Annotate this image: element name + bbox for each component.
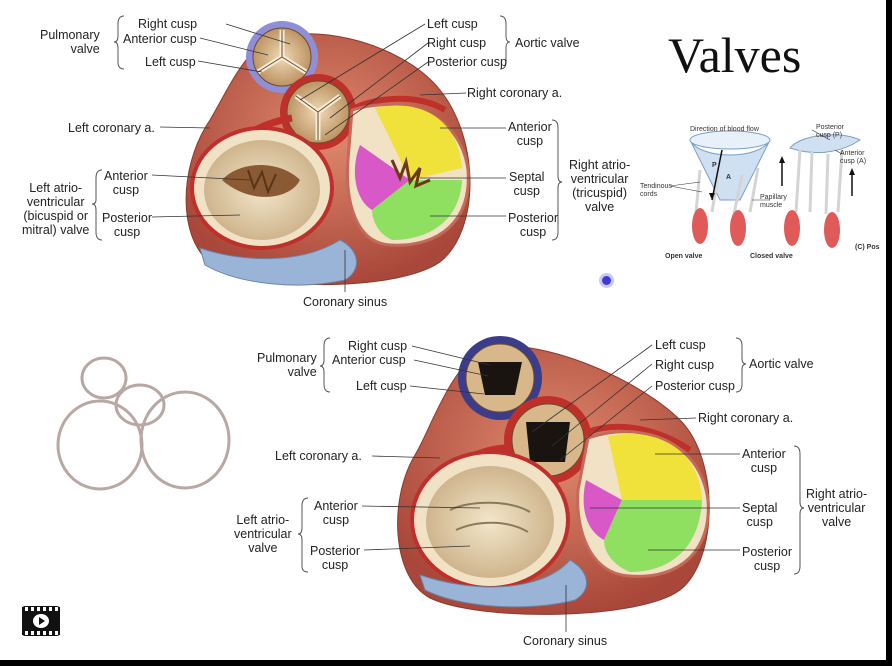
top-coronary-sinus-label: Coronary sinus <box>303 295 388 309</box>
bottom-tricuspid-posterior-cusp-label: Posterior cusp <box>742 545 793 573</box>
pointer-dot <box>602 276 611 285</box>
top-tricuspid-anterior-cusp-label: Anterior cusp <box>508 120 552 148</box>
sketch-of-valve-rings <box>56 356 231 491</box>
top-mitral-posterior-cusp-label: Posterior cusp <box>102 211 153 239</box>
bottom-brackets <box>297 337 805 575</box>
bottom-coronary-sinus <box>419 559 587 608</box>
bottom-aortic-right-cusp-label: Right cusp <box>655 358 715 372</box>
bottom-pulm-left-cusp-label: Left cusp <box>356 379 407 393</box>
bottom-coronary-sinus-label: Coronary sinus <box>523 634 608 648</box>
top-coronary-sinus <box>199 239 357 286</box>
top-tricuspid-septal-cusp-label: Septal cusp <box>509 170 545 198</box>
top-mitral-valve-label: Left atrio- ventricular (bicuspid or mit… <box>22 181 90 237</box>
top-left-coronary-label: Left coronary a. <box>68 121 155 135</box>
bottom-pulmonary-valve-label: Pulmonary valve <box>257 351 317 379</box>
top-tricuspid-septal-cusp <box>354 145 410 210</box>
bottom-mitral-anterior-cusp-label: Anterior cusp <box>314 499 358 527</box>
bottom-tricuspid-anterior-cusp-label: Anterior cusp <box>742 447 786 475</box>
bottom-mitral-valve-label: Left atrio- ventricular valve <box>234 513 292 555</box>
inset-posterior-cusp-label: Posterior cusp (P) <box>816 124 845 139</box>
top-tricuspid-anterior-cusp <box>375 105 462 180</box>
bottom-mitral-posterior-cusp-label: Posterior cusp <box>310 544 361 572</box>
bottom-tricuspid-valve-label: Right atrio- ventricular valve <box>806 487 868 529</box>
inset-a-mark: A <box>726 174 732 181</box>
play-icon <box>33 614 49 628</box>
top-pulm-anterior-cusp-label: Anterior cusp <box>123 32 197 46</box>
top-brackets <box>91 15 563 241</box>
bottom-tricuspid-anterior-cusp <box>608 433 702 500</box>
inset-p-mark: P <box>712 162 717 169</box>
top-pulm-left-cusp-label: Left cusp <box>145 55 196 69</box>
top-heart-illustration <box>185 21 471 286</box>
inset-closed-valve <box>789 134 861 154</box>
bottom-aortic-valve-label: Aortic valve <box>749 357 814 371</box>
top-tricuspid-posterior-cusp <box>372 180 462 240</box>
bottom-pulm-right-cusp-label: Right cusp <box>348 339 408 353</box>
inset-direction-label: Direction of blood flow <box>690 126 759 133</box>
top-aortic-left-cusp-label: Left cusp <box>427 17 478 31</box>
inset-anterior-cusp-label: Anterior cusp (A) <box>840 150 867 165</box>
bottom-pulm-anterior-cusp-label: Anterior cusp <box>332 353 406 367</box>
top-tricuspid-posterior-cusp-label: Posterior cusp <box>508 211 559 239</box>
inset-closed-valve-label: Closed valve <box>750 253 793 260</box>
slide-title: Valves <box>668 27 802 83</box>
bottom-right-coronary-label: Right coronary a. <box>698 411 794 425</box>
bottom-left-coronary-label: Left coronary a. <box>275 449 362 463</box>
bottom-aortic-left-cusp-label: Left cusp <box>655 338 706 352</box>
bottom-leader-lines <box>361 344 740 632</box>
top-right-coronary-label: Right coronary a. <box>467 86 563 100</box>
top-aortic-posterior-cusp-label: Posterior cusp <box>427 55 507 69</box>
top-aortic-valve-label: Aortic valve <box>515 36 580 50</box>
top-pulmonary-valve-label: Pulmonary valve <box>40 28 100 56</box>
top-pulm-right-cusp-label: Right cusp <box>138 17 198 31</box>
top-aortic-right-cusp-label: Right cusp <box>427 36 487 50</box>
inset-papillary-muscle-label: Papillary muscle <box>760 194 787 209</box>
inset-open-valve-label: Open valve <box>665 253 703 260</box>
video-icon[interactable] <box>22 606 60 636</box>
top-tricuspid-valve-label: Right atrio- ventricular (tricuspid) val… <box>569 158 631 214</box>
inset-open-valve <box>689 139 771 201</box>
bottom-aortic-posterior-cusp-label: Posterior cusp <box>655 379 735 393</box>
inset-tendinous-cords-label: Tendinous cords <box>640 183 672 198</box>
bottom-heart-illustration <box>397 336 710 615</box>
top-leader-lines <box>151 23 506 292</box>
top-mitral-anterior-cusp-label: Anterior cusp <box>104 169 148 197</box>
bottom-tricuspid-septal-cusp <box>583 480 622 540</box>
bottom-tricuspid-septal-cusp-label: Septal cusp <box>742 501 778 529</box>
inset-copyright-label: (C) Pos <box>855 244 880 251</box>
inset-valve-diagram <box>669 129 861 248</box>
bottom-tricuspid-posterior-cusp <box>604 500 702 572</box>
